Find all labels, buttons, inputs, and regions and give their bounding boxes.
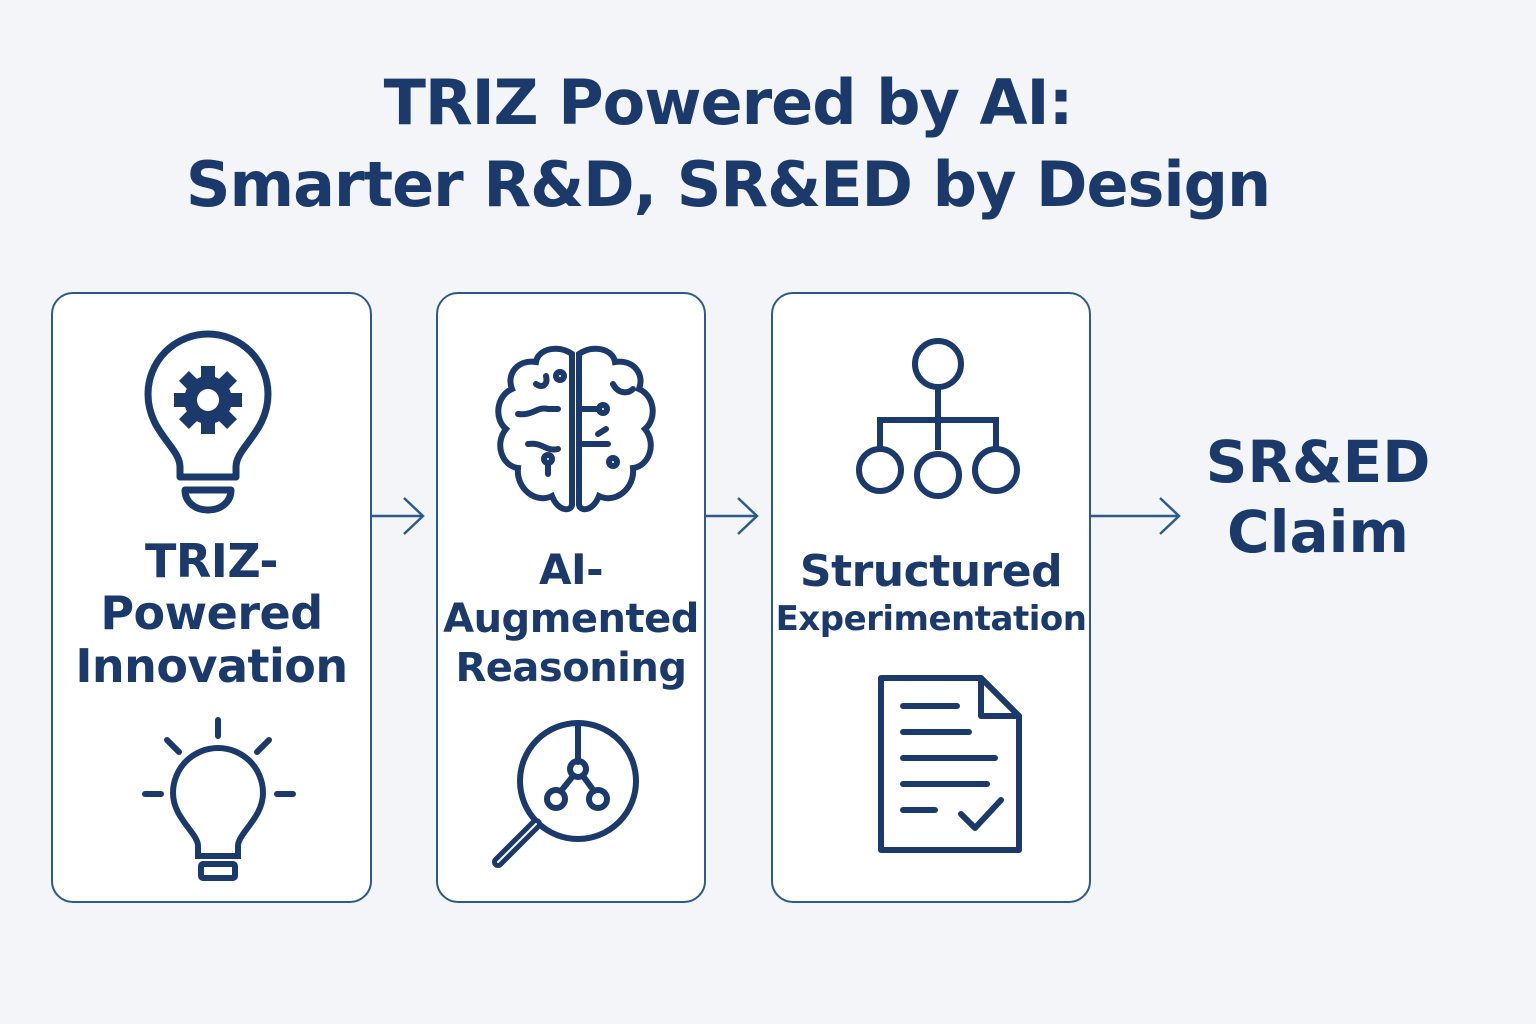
title-line-1: TRIZ Powered by AI: bbox=[383, 66, 1074, 139]
step-label-line: Powered bbox=[100, 586, 323, 640]
lightbulb-gear-icon bbox=[144, 330, 272, 514]
outcome-claim: SR&ED Claim bbox=[1200, 427, 1436, 567]
title-line-2: Smarter R&D, SR&ED by Design bbox=[185, 148, 1271, 221]
step-label-line: Experimentation bbox=[775, 599, 1087, 639]
brain-circuit-icon bbox=[495, 345, 656, 513]
step-card-experimentation: Structured Experimentation bbox=[771, 292, 1091, 903]
step-card-ai: AI- Augmented Reasoning bbox=[436, 292, 706, 903]
arrow-right-icon bbox=[372, 497, 425, 535]
step-label-line: Reasoning bbox=[455, 645, 687, 691]
document-check-icon bbox=[878, 675, 1022, 853]
step-label-line: Innovation bbox=[75, 639, 348, 693]
magnifier-network-icon bbox=[492, 720, 639, 868]
lightbulb-icon bbox=[142, 717, 296, 881]
step-label-line: Structured bbox=[799, 546, 1063, 597]
arrow-right-icon bbox=[706, 497, 759, 535]
hierarchy-icon bbox=[856, 338, 1020, 499]
step-label-line: Augmented bbox=[443, 596, 699, 642]
step-label-line: TRIZ- bbox=[144, 534, 279, 588]
step-card-triz: TRIZ- Powered Innovation bbox=[51, 292, 372, 903]
arrow-right-icon bbox=[1091, 497, 1181, 535]
outcome-line: SR&ED bbox=[1205, 428, 1431, 496]
outcome-line: Claim bbox=[1227, 498, 1409, 566]
step-label-line: AI- bbox=[538, 545, 604, 594]
